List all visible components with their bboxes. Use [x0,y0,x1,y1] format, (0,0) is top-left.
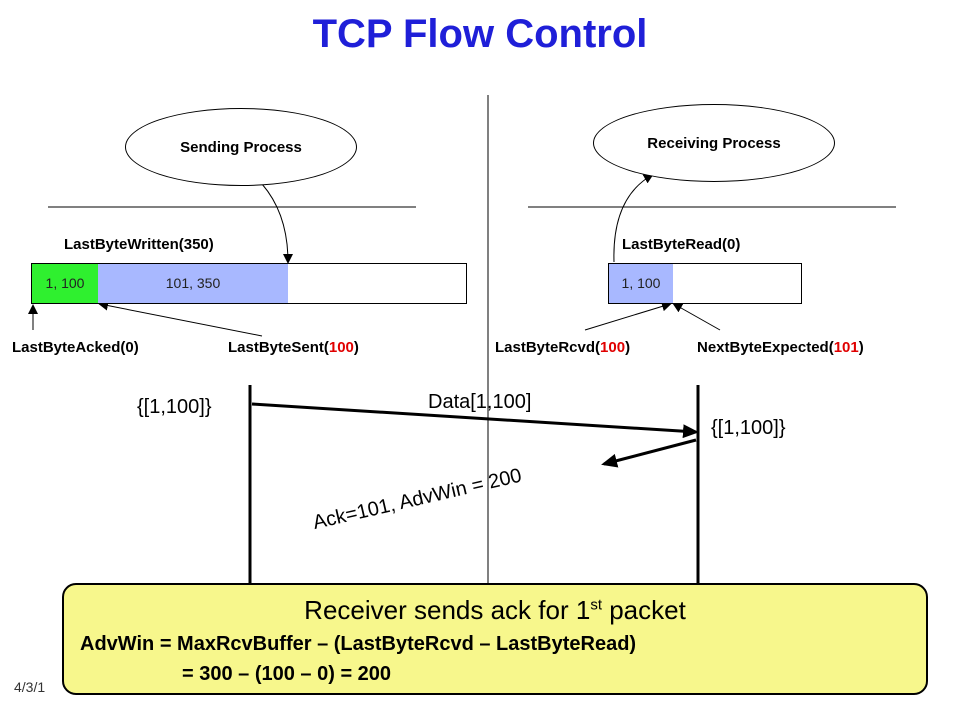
explanation-callout: Receiver sends ack for 1st packet AdvWin… [62,583,928,695]
advwin-formula: AdvWin = MaxRcvBuffer – (LastByteRcvd – … [80,633,637,655]
receiving-process-ellipse: Receiving Process [593,104,835,182]
last-byte-acked-label: LastByteAcked(0) [12,339,139,356]
received-segment-range: 1, 100 [621,275,661,291]
callout-heading: Receiver sends ack for 1st packet [64,595,926,626]
sent-unacked-segment: 101, 350 [98,264,288,303]
last-byte-sent-suffix: ) [353,339,359,356]
sending-process-ellipse: Sending Process [125,108,357,186]
data-message-label: Data[1,100] [428,391,532,413]
acked-segment-range: 1, 100 [45,275,85,291]
sender-interval-label: {[1,100]} [137,396,212,418]
next-byte-expected-label: NextByteExpected(101) [697,339,864,356]
next-byte-expected-suffix: ) [858,339,864,356]
last-byte-rcvd-value: 100 [600,339,626,356]
received-segment: 1, 100 [609,264,673,303]
slide-title: TCP Flow Control [312,12,648,56]
last-byte-sent-value: 100 [328,339,354,356]
data-message-arrow [251,402,699,439]
receiver-buffer: 1, 100 [608,263,802,304]
next-byte-expected-value: 101 [833,339,859,356]
sender-buffer: 1, 100 101, 350 [31,263,467,304]
receiving-process-label: Receiving Process [647,134,781,152]
sent-segment-range: 101, 350 [165,275,221,291]
last-byte-rcvd-arrow [584,301,672,331]
sending-process-label: Sending Process [180,138,302,156]
callout-heading-sup: st [590,596,602,614]
acked-segment: 1, 100 [32,264,98,303]
advwin-calculation: = 300 – (100 – 0) = 200 [182,663,392,685]
footer-date: 4/3/1 [14,679,46,695]
receiver-interval-label: {[1,100]} [711,417,786,439]
read-arrow [613,174,654,263]
next-byte-expected-prefix: NextByteExpected( [697,339,834,356]
last-byte-rcvd-suffix: ) [625,339,631,356]
last-byte-read-label: LastByteRead(0) [622,236,741,253]
callout-heading-tail: packet [601,595,686,625]
last-byte-rcvd-label: LastByteRcvd(100) [495,339,630,356]
last-byte-sent-arrow [98,300,263,337]
ack-message-arrow [601,438,697,468]
last-byte-rcvd-prefix: LastByteRcvd( [495,339,601,356]
last-byte-sent-label: LastByteSent(100) [228,339,359,356]
callout-heading-text: Receiver sends ack for 1 [304,595,591,625]
last-byte-written-label: LastByteWritten(350) [64,236,214,253]
next-byte-expected-arrow [672,303,721,331]
write-arrow [261,183,293,264]
last-byte-sent-prefix: LastByteSent( [228,339,329,356]
